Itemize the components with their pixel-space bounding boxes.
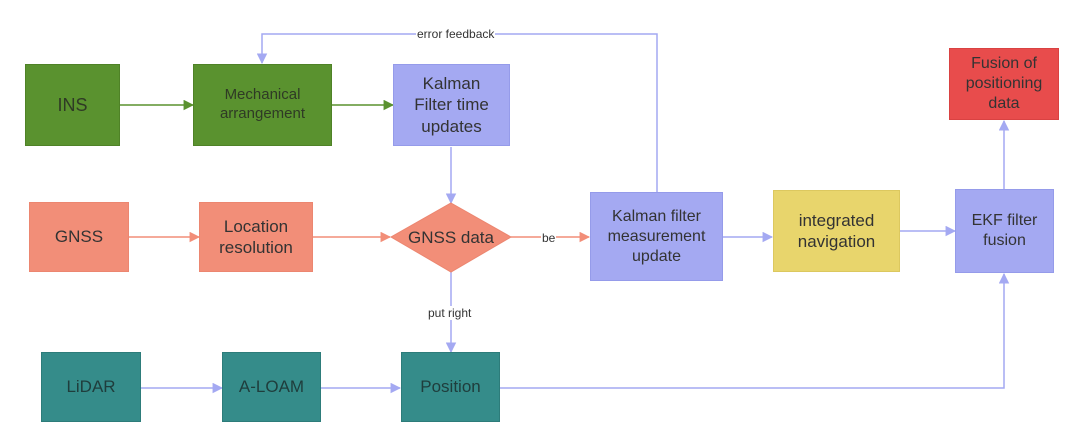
node-kalman-time-update-label: Kalman Filter time updates <box>414 74 489 136</box>
edge-position-ekf <box>500 272 1010 389</box>
node-a-loam: A-LOAM <box>222 352 321 422</box>
node-integrated-navigation-label: integrated navigation <box>797 210 876 251</box>
node-ekf-filter-fusion: EKF filter fusion <box>955 189 1054 273</box>
node-a-loam-label: A-LOAM <box>238 377 305 397</box>
node-position: Position <box>401 352 500 422</box>
node-kalman-measurement-update-label: Kalman filter measurement update <box>607 207 706 265</box>
node-gnss: GNSS <box>29 202 129 272</box>
node-fusion-positioning-label: Fusion of positioning data <box>965 55 1043 112</box>
node-ins: INS <box>25 64 120 146</box>
node-mechanical-arrangement-label: Mechanical arrangement <box>219 86 306 122</box>
node-ins-label: INS <box>57 94 88 115</box>
node-kalman-time-update: Kalman Filter time updates <box>393 64 510 146</box>
gnss-data-label-wrap: GNSS data <box>391 203 511 272</box>
node-lidar-label: LiDAR <box>66 377 116 397</box>
node-position-label: Position <box>420 377 481 397</box>
gnss-data-diamond <box>389 202 513 273</box>
edge-label-be: be <box>541 231 557 245</box>
edge-label-error-feedback: error feedback <box>416 27 496 41</box>
node-lidar: LiDAR <box>41 352 141 422</box>
node-location-resolution-label: Location resolution <box>219 216 293 257</box>
node-mechanical-arrangement: Mechanical arrangement <box>193 64 332 146</box>
node-fusion-positioning: Fusion of positioning data <box>949 48 1059 120</box>
edge-label-put-right: put right <box>427 306 473 320</box>
node-kalman-measurement-update: Kalman filter measurement update <box>590 192 723 281</box>
node-gnss-label: GNSS <box>54 227 104 247</box>
node-location-resolution: Location resolution <box>199 202 313 272</box>
gnss-data-label: GNSS data <box>408 227 494 247</box>
node-integrated-navigation: integrated navigation <box>773 190 900 272</box>
node-ekf-filter-fusion-label: EKF filter fusion <box>971 212 1038 249</box>
